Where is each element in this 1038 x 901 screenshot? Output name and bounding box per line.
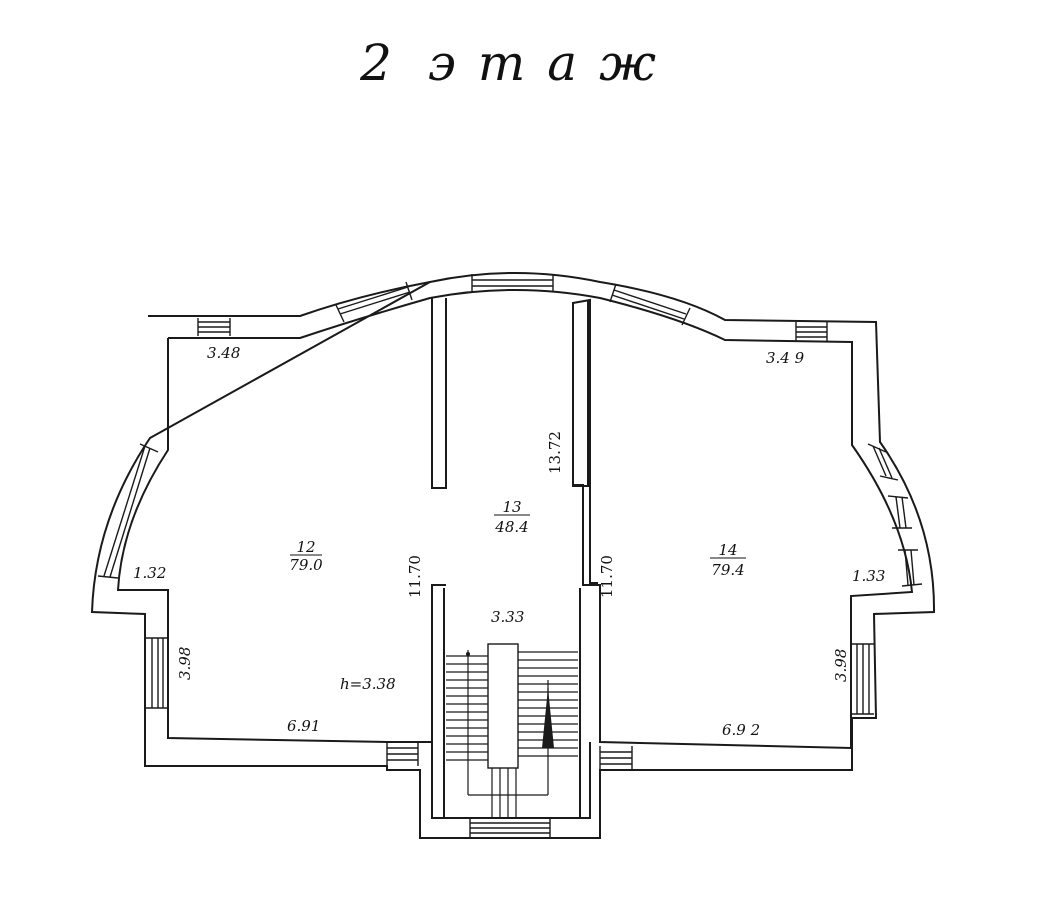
- window-top-arc-left: [335, 281, 413, 323]
- window-top-right-small: [795, 322, 828, 342]
- stair-bottom-flight: [491, 768, 517, 818]
- room-12: 12 79.0: [289, 538, 323, 574]
- dim-left-inner-wall: 11.70: [406, 555, 424, 598]
- window-top-left-small: [197, 318, 231, 336]
- window-right-arc-upper: [867, 443, 899, 481]
- dim-right-lower: 3.98: [832, 649, 850, 682]
- room-14-number: 14: [718, 541, 737, 559]
- stair-left-flight: [446, 655, 488, 761]
- window-left-arc: [97, 443, 159, 579]
- window-right-arc-mid: [887, 495, 912, 529]
- room-14: 14 79.4: [710, 541, 746, 579]
- room-14-area: 79.4: [711, 561, 744, 579]
- dim-left-step: 1.32: [133, 564, 166, 582]
- floor-number: 2: [360, 34, 394, 92]
- window-top-center: [471, 274, 554, 292]
- dim-right-step: 1.33: [852, 567, 885, 585]
- plan-title: 2 этаж: [0, 34, 1038, 92]
- room-12-area: 79.0: [289, 556, 323, 574]
- dim-right-bottom: 6.9 2: [722, 721, 760, 739]
- window-right-arc-lower: [898, 549, 923, 587]
- dim-stair-width: 3.33: [491, 608, 524, 626]
- dim-top-right-width: 3.4 9: [766, 349, 805, 367]
- room-13-number: 13: [502, 498, 521, 516]
- window-right-lower: [851, 643, 874, 715]
- window-bottom-right: [599, 746, 633, 770]
- floor-word: этаж: [427, 34, 678, 92]
- window-top-arc-right: [609, 283, 691, 326]
- room-13: 13 48.4: [494, 498, 530, 536]
- window-left-lower: [145, 637, 168, 709]
- window-bottom-left: [386, 742, 419, 766]
- dim-left-bottom: 6.91: [287, 717, 320, 735]
- window-stair-bottom: [469, 818, 551, 838]
- room-13-area: 48.4: [494, 518, 528, 536]
- dim-right-inner-wall: 11.70: [598, 555, 616, 598]
- ceiling-height: h=3.38: [340, 675, 396, 693]
- staircase: [446, 643, 578, 818]
- outer-walls: [90, 272, 936, 839]
- dim-left-lower: 3.98: [176, 647, 194, 680]
- dim-corridor-length: 13.72: [546, 431, 564, 474]
- windows: [97, 274, 923, 838]
- dimension-labels: 3.48 3.4 9 13.72 11.70 11.70 3.33 1.32 1…: [133, 344, 885, 739]
- dim-top-left-width: 3.48: [207, 344, 240, 362]
- room-12-number: 12: [296, 538, 315, 556]
